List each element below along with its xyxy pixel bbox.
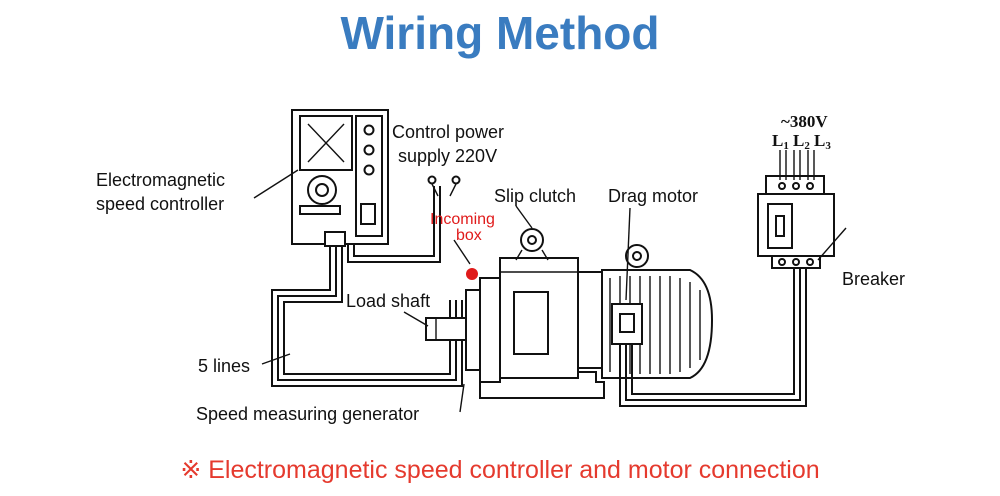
caption: ※ Electromagnetic speed controller and m… [180,456,820,484]
drag-motor [577,244,714,379]
incoming-box-marker [466,268,478,280]
slip-clutch [425,228,605,399]
phase-l2-label: L2 [793,131,810,152]
controller-label-line1: Electromagnetic [96,170,225,190]
control-power-label-line1: Control power [392,122,504,142]
page-title: Wiring Method [340,7,660,59]
phase-l1-label: L1 [772,131,789,152]
incoming-box-label-line1: Incoming [430,211,495,228]
breaker [757,150,835,269]
voltage-label: ~380V [781,112,828,131]
speed-controller [291,109,389,247]
phase-l3-label: L3 [814,131,831,152]
breaker-label: Breaker [842,269,905,289]
incoming-box-label-line2: box [456,227,482,244]
leader-lines [253,169,847,413]
five-lines-label: 5 lines [198,356,250,376]
motor-feed-wires [619,262,807,407]
controller-label-line2: speed controller [96,194,224,214]
drag-motor-label: Drag motor [608,186,698,206]
load-shaft-label: Load shaft [346,291,430,311]
speed-generator-label: Speed measuring generator [196,404,419,424]
power-supply-wires [347,175,461,263]
control-power-label-line2: supply 220V [398,146,497,166]
five-lines-bundle [271,246,463,387]
slip-clutch-label: Slip clutch [494,186,576,206]
